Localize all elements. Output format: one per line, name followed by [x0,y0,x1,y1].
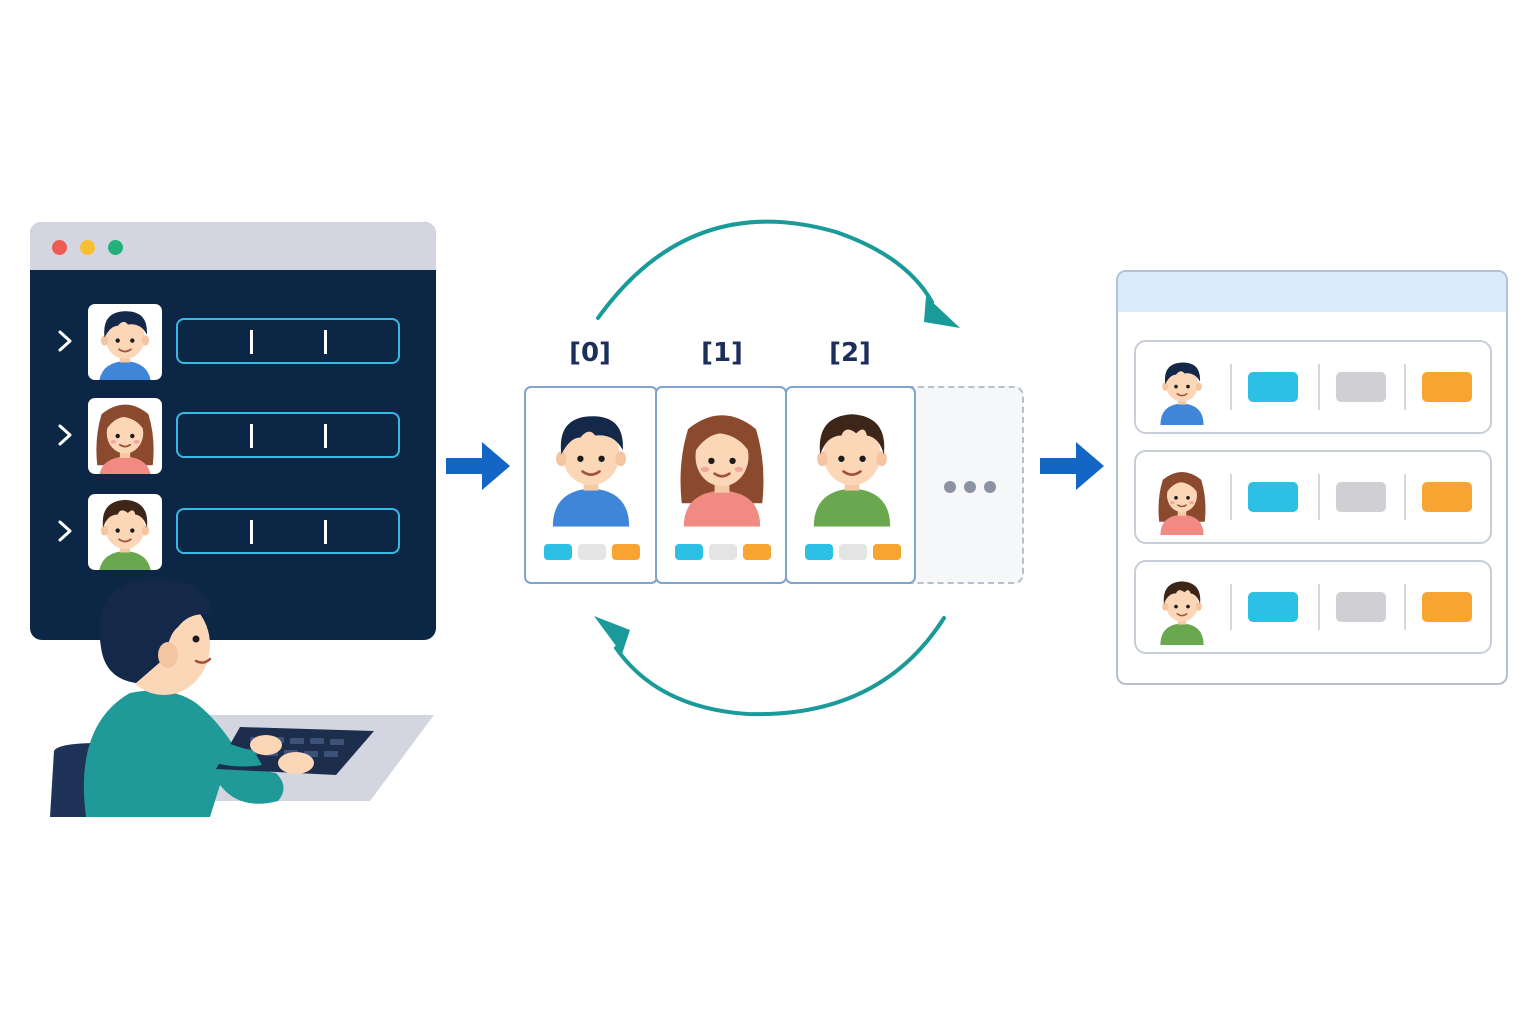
girl-pink-shirt-avatar [1152,462,1212,536]
chevron-right-icon [52,518,78,544]
input-row [30,304,436,380]
chip-orange [1422,372,1472,402]
chip-orange [1422,482,1472,512]
chip-cyan [805,544,833,560]
result-card[interactable] [1134,450,1492,544]
chip-gray [578,544,606,560]
boy-blue-shirt-avatar [538,396,644,530]
boy-blue-shirt-avatar [1152,352,1212,426]
boy-green-shirt-avatar [1152,572,1212,646]
chip-cyan [544,544,572,560]
hair [99,578,212,683]
arrowhead-icon [594,616,630,654]
result-card[interactable] [1134,340,1492,434]
loop-arrow-bottom [614,616,946,717]
ellipsis-icon [908,388,1022,584]
index-label-0: [0] [569,338,611,368]
chip-orange [612,544,640,560]
girl-pink-shirt-avatar [88,398,162,474]
arrowhead-icon [924,296,960,328]
loop-arrows [594,219,960,717]
chip-gray [709,544,737,560]
chip-cyan [1248,592,1298,622]
result-window [1116,270,1508,685]
chip-cyan [675,544,703,560]
index-label-2: [2] [829,338,871,368]
minimize-dot-icon[interactable] [80,240,95,255]
chip-cyan [1248,372,1298,402]
boy-green-shirt-avatar [799,396,905,530]
input-row [30,398,436,474]
boy-blue-shirt-avatar [88,304,162,380]
arrow-right-icon [1040,442,1104,490]
chip-orange [1422,592,1472,622]
record-field[interactable] [176,318,400,364]
boy-green-shirt-avatar [88,494,162,570]
input-row [30,494,436,570]
array-slot-1[interactable] [655,386,787,584]
close-dot-icon[interactable] [52,240,67,255]
window-title-bar [30,222,436,270]
chip-gray [1336,482,1386,512]
array-slot-overflow [908,386,1024,584]
record-field[interactable] [176,412,400,458]
chip-gray [839,544,867,560]
chip-gray [1336,372,1386,402]
array-slot-2[interactable] [785,386,916,584]
chevron-right-icon [52,328,78,354]
index-label-1: [1] [701,338,743,368]
person-typing-illustration [50,578,434,817]
array-slot-0[interactable] [524,386,658,584]
result-card[interactable] [1134,560,1492,654]
girl-pink-shirt-avatar [669,396,775,530]
record-field[interactable] [176,508,400,554]
chip-orange [743,544,771,560]
right-hand [278,752,314,774]
maximize-dot-icon[interactable] [108,240,123,255]
chevron-right-icon [52,422,78,448]
left-hand [250,735,282,755]
loop-arrow-top [596,219,934,320]
hoodie [83,690,284,817]
window-title-bar [1118,272,1506,312]
arrow-right-icon [446,442,510,490]
chip-gray [1336,592,1386,622]
chip-orange [873,544,901,560]
terminal-window [30,222,436,640]
chip-cyan [1248,482,1298,512]
